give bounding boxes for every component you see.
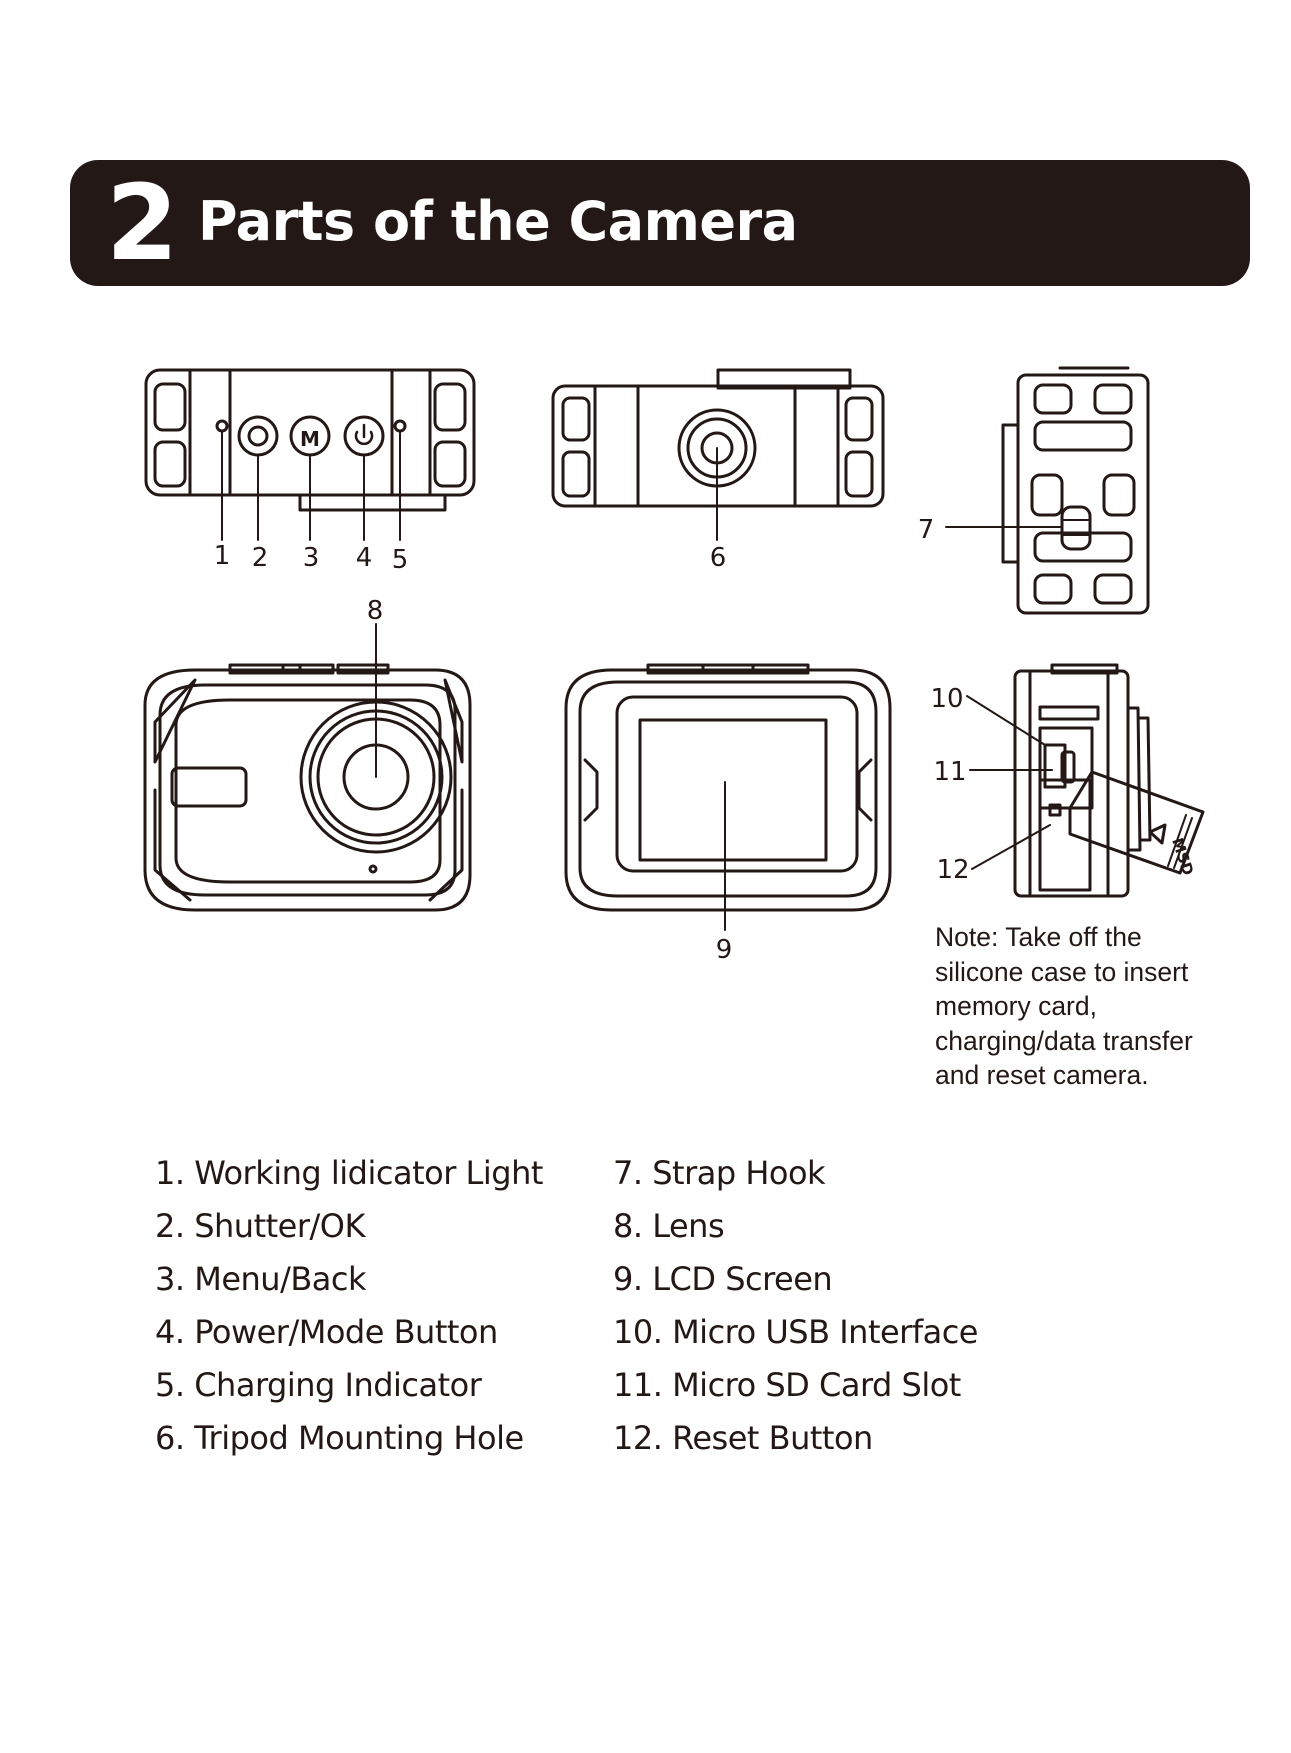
note-line: and reset camera. [935,1060,1149,1090]
note-text: Note: Take off the silicone case to inse… [935,920,1235,1093]
section-number: 2 [106,162,179,284]
camera-bottom-view [551,368,885,541]
reset-button [1048,803,1062,817]
svg-text:M: M [300,427,320,451]
part-item: 3. Menu/Back [155,1260,367,1298]
callout-12: 12 [936,855,969,885]
section-header: 2 Parts of the Camera [70,160,1250,286]
part-item: 12. Reset Button [613,1419,873,1457]
callout-8: 8 [367,596,384,626]
callout-9: 9 [716,935,733,965]
part-item: 8. Lens [613,1207,725,1245]
camera-back-view [564,663,892,931]
callout-1: 1 [214,541,231,571]
camera-front-view [143,623,472,912]
callout-6: 6 [710,543,727,573]
lcd-screen [638,718,828,862]
camera-top-view: M [144,368,476,541]
part-item: 1. Working lidicator Light [155,1154,543,1192]
parts-list-left: 1. Working lidicator Light 2. Shutter/OK… [155,1152,543,1470]
note-line: memory card, [935,991,1097,1021]
part-item: 5. Charging Indicator [155,1366,482,1404]
working-indicator-light [215,419,229,433]
parts-list-right: 7. Strap Hook 8. Lens 9. LCD Screen 10. … [613,1152,978,1470]
part-item: 11. Micro SD Card Slot [613,1366,961,1404]
micro-sd-card [1068,770,1205,875]
part-item: 9. LCD Screen [613,1260,833,1298]
note-line: charging/data transfer [935,1025,1193,1056]
part-item: 2. Shutter/OK [155,1207,365,1245]
camera-side-view [945,366,1150,615]
part-item: 10. Micro USB Interface [613,1313,978,1351]
part-item: 4. Power/Mode Button [155,1313,498,1351]
port-panel [1038,778,1092,892]
note-line: Note: Take off the [935,922,1142,952]
camera-side-ports-view: MSD [966,663,1205,898]
part-item: 7. Strap Hook [613,1154,826,1192]
note-line: silicone case to insert [935,956,1189,987]
part-item: 6. Tripod Mounting Hole [155,1419,524,1457]
callout-4: 4 [356,543,373,573]
callout-11: 11 [933,757,966,787]
callout-5: 5 [392,545,409,575]
section-title: Parts of the Camera [198,190,798,253]
strap-hook [1060,505,1092,551]
shutter-button [237,415,279,457]
callout-3: 3 [303,543,320,573]
micro-usb-interface [1043,743,1067,789]
charging-indicator [393,419,407,433]
callout-10: 10 [930,684,963,714]
callout-2: 2 [252,543,269,573]
callout-7: 7 [918,515,935,545]
